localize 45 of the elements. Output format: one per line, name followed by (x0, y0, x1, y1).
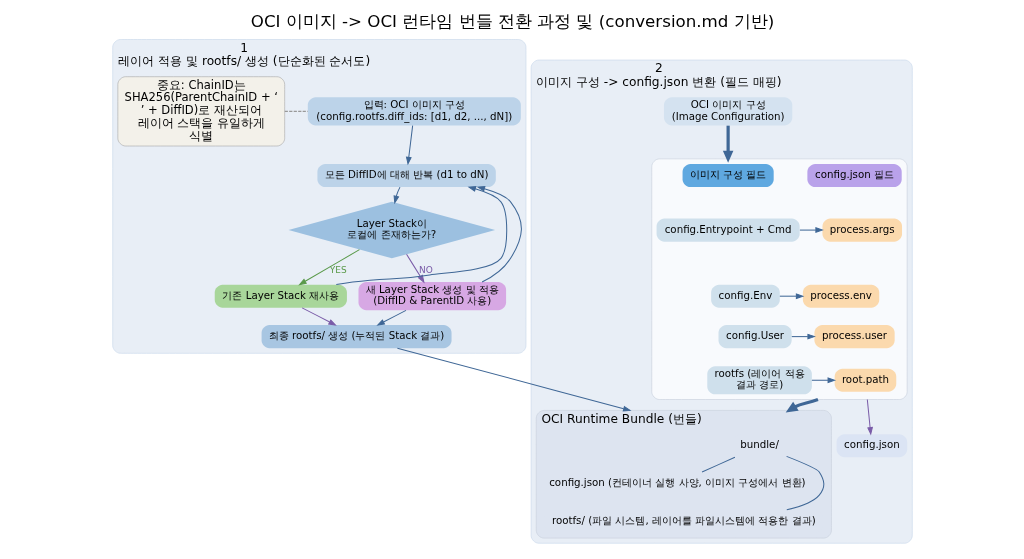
arrow (778, 293, 804, 300)
arrow (393, 186, 400, 205)
arrow (866, 399, 873, 436)
node-box: process.env (802, 284, 879, 308)
arrow (405, 125, 413, 166)
node-box: config.Entrypoint + Cmd (656, 218, 800, 242)
node-box: 새 Layer Stack 생성 및 적용 (DiffID & ParentID 사용) (358, 282, 506, 311)
arrow (785, 398, 818, 413)
node-box: 입력: OCI 이미지 구성 (config.rootfs.diff_ids: [d1, d2, ..., dN]) (307, 97, 521, 126)
node-box: 기존 Layer Stack 재사용 (214, 284, 347, 308)
node-box: 중요: ChainID는 SHA256(ParentChainID + ‘ ’ + DiffID)로 재산되어 레이어 스택을 유일하게 식별 (117, 76, 285, 147)
node-box: process.args (821, 218, 902, 242)
arrow (810, 377, 836, 384)
cluster (650, 158, 907, 400)
node-box: config.json (836, 434, 907, 458)
node-box: config.json 필드 (806, 164, 902, 188)
arrow (375, 309, 407, 326)
arrow (722, 125, 733, 163)
node-box: root.path (834, 368, 896, 392)
edge-label: YES (329, 264, 347, 275)
node-box: 최종 rootfs/ 생성 (누적된 Stack 결과) (261, 325, 452, 349)
node-diamond: Layer Stack이 로컬에 존재하는가? (288, 201, 495, 259)
node-box: rootfs (레이어 적용 결과 경로) (706, 366, 812, 395)
diagram-title: OCI 이미지 -> OCI 런타임 번들 전환 과정 및 (conversion.md 기반) (250, 11, 774, 31)
arrow (301, 307, 337, 326)
arrow (798, 227, 824, 234)
node-box: process.user (813, 325, 895, 349)
node-text: config.json (컨테이너 실행 사양, 이미지 구성에서 변환) (548, 476, 806, 489)
arrow (405, 253, 425, 284)
arrow (396, 347, 632, 412)
node-box: config.User (718, 325, 792, 349)
connector (283, 110, 308, 112)
node-text: bundle/ (739, 438, 779, 451)
node-box: 이미지 구성 필드 (682, 164, 774, 188)
node-box: config.Env (710, 284, 780, 308)
arrow (297, 249, 360, 286)
arrow (790, 333, 816, 340)
arrow (476, 186, 522, 283)
node-text: rootfs/ (파일 시스템, 레이어를 파일시스템에 적용한 결과) (551, 513, 816, 526)
connector (701, 456, 735, 473)
arrow (335, 186, 507, 286)
node-box: 모든 DiffID에 대해 반복 (d1 to dN) (316, 164, 496, 188)
connector (785, 455, 824, 511)
node-box: OCI 이미지 구성 (Image Configuration) (663, 97, 792, 126)
edge-label: NO (418, 264, 433, 275)
